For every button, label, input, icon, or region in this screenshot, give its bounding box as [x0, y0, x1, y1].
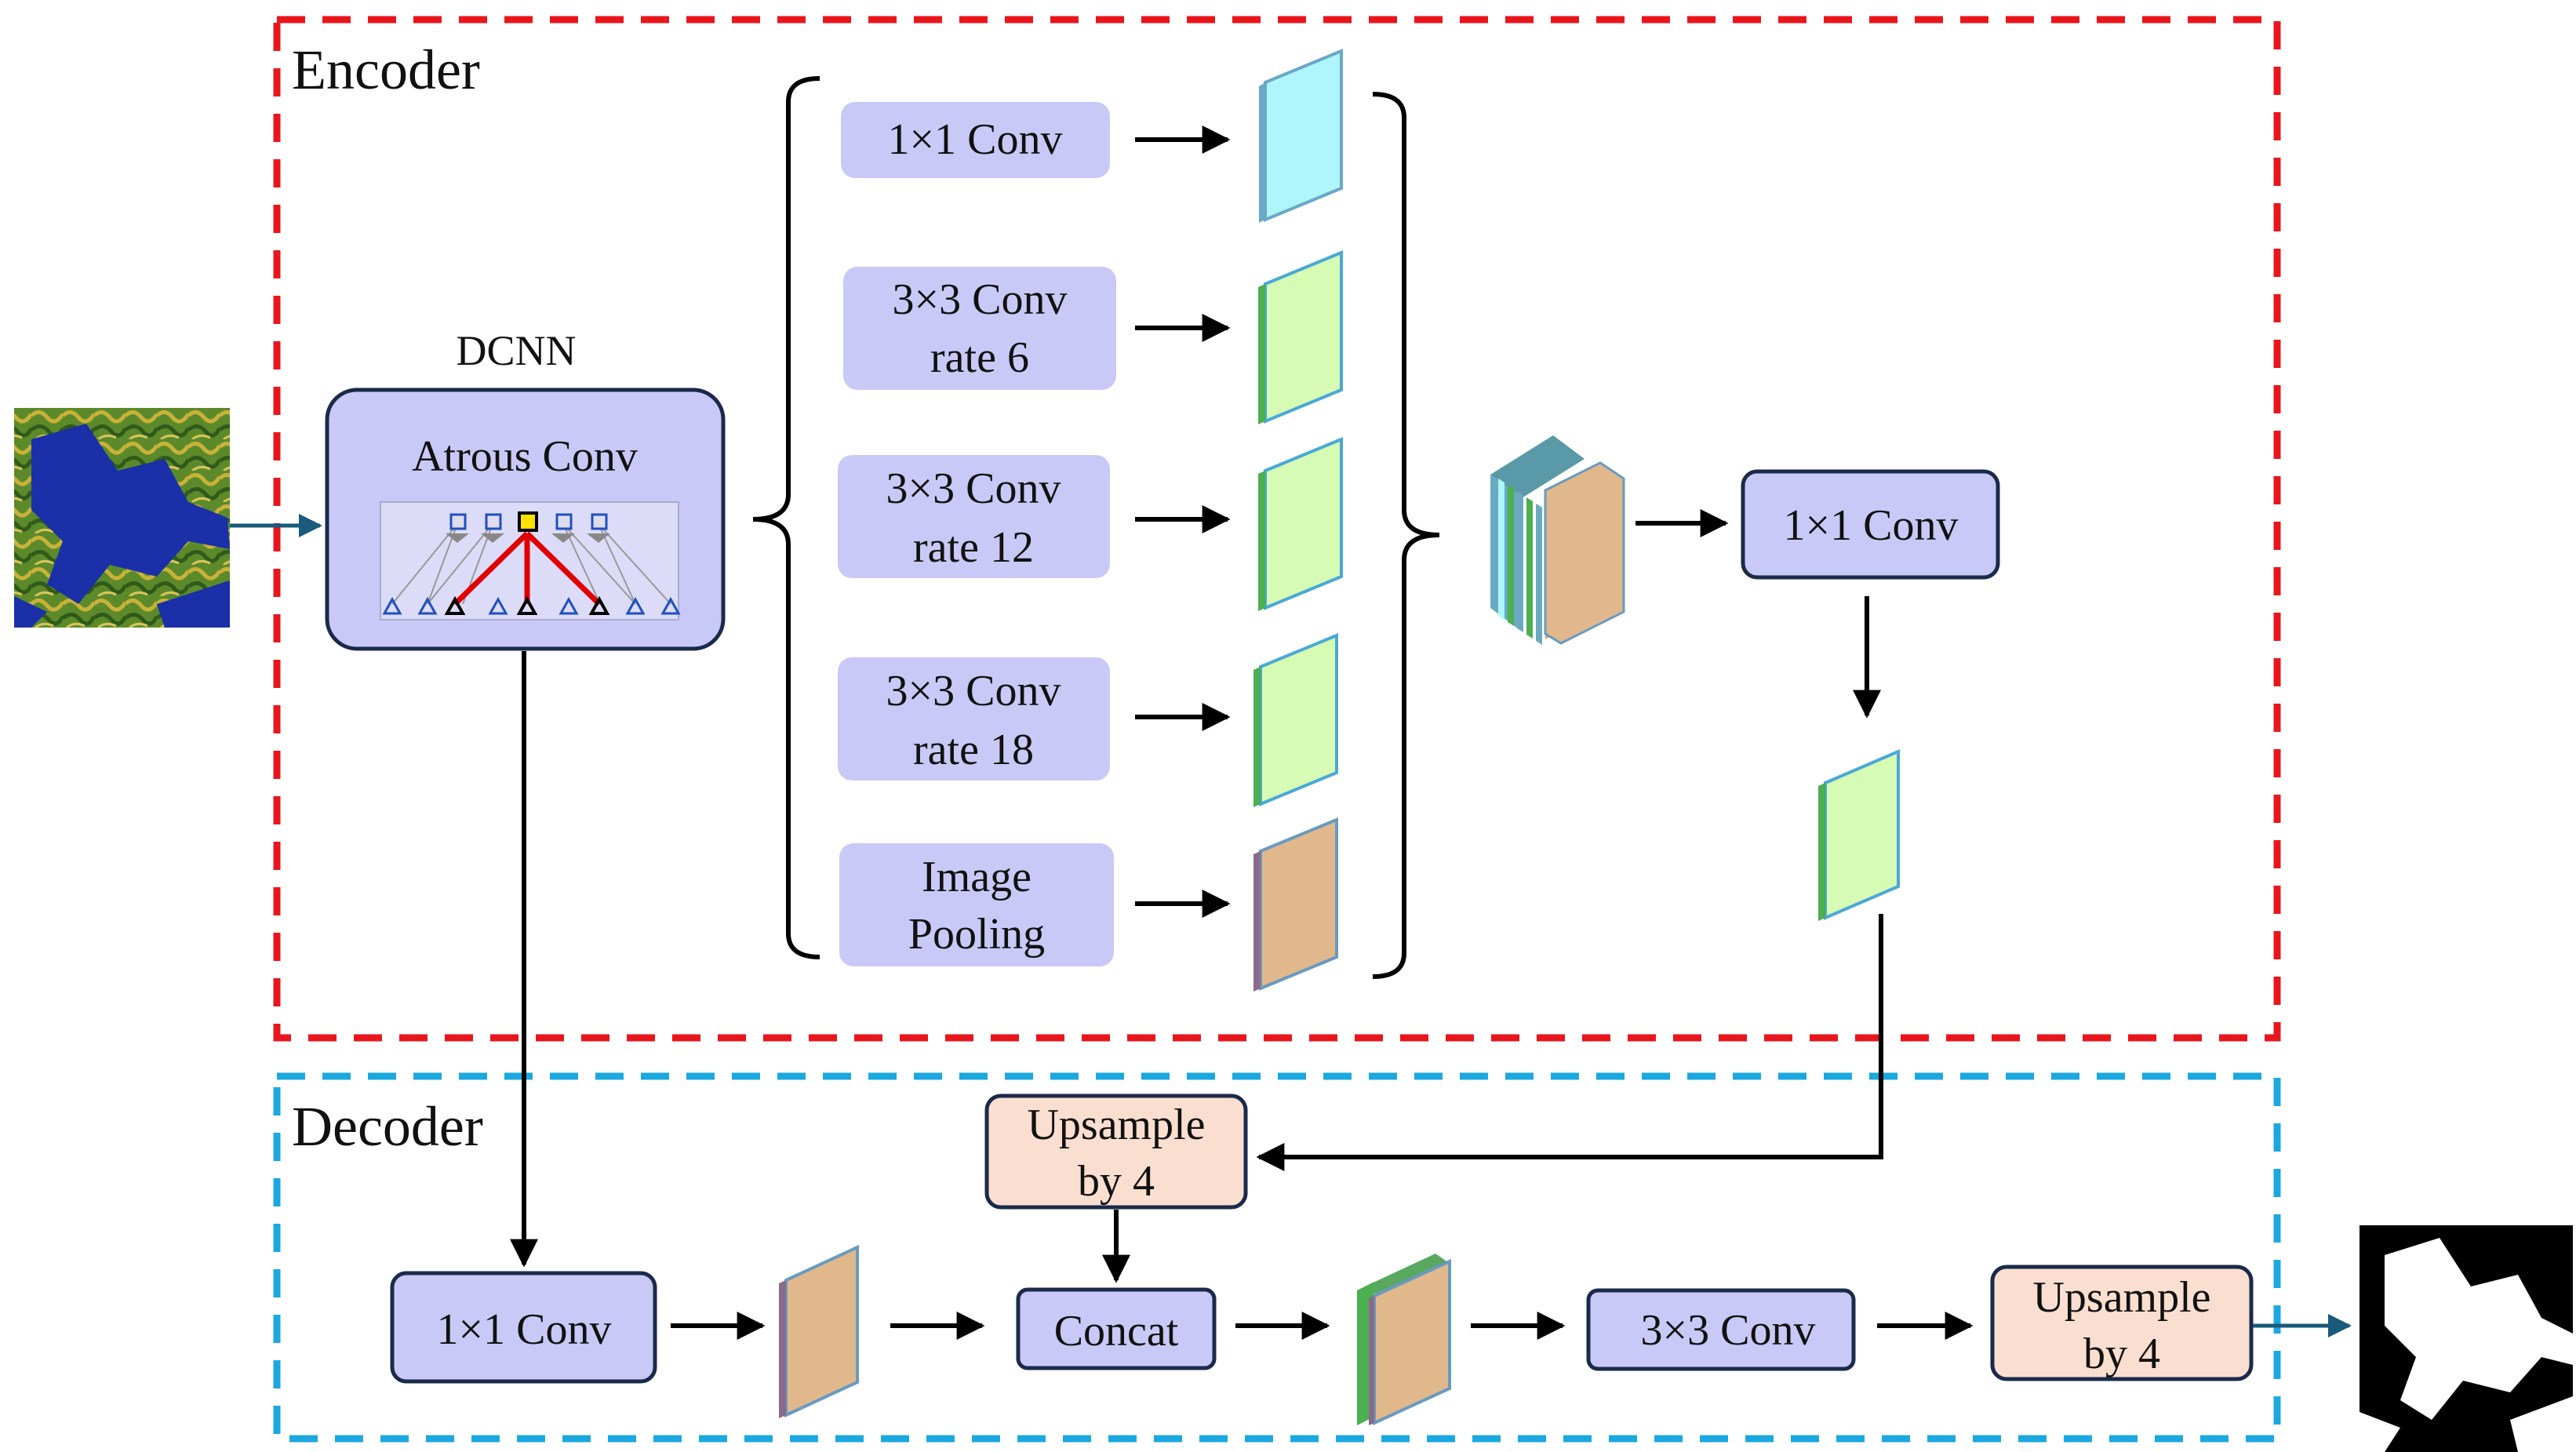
aspp-3x3-rate12-line1: 3×3 Conv	[886, 464, 1061, 513]
aspp-1x1-conv-label: 1×1 Conv	[888, 115, 1063, 164]
feature-map-green-3	[1253, 633, 1338, 807]
dcnn-label: DCNN	[456, 327, 576, 374]
feature-map-cyan	[1259, 49, 1343, 223]
decoder-3x3-conv-label: 3×3 Conv	[1641, 1306, 1816, 1355]
encoder-to-upsample-path	[1256, 914, 1883, 1171]
aspp-3x3-rate18-line1: 3×3 Conv	[886, 667, 1061, 715]
encoder-title: Encoder	[292, 38, 480, 101]
feature-map-green-1	[1258, 250, 1343, 424]
feature-map-green-2	[1258, 437, 1343, 611]
aspp-3x3-rate12-line2: rate 12	[913, 523, 1034, 572]
aspp-3x3-rate18	[838, 657, 1110, 781]
concat-feature	[1357, 1254, 1451, 1426]
aspp-right-brace	[1372, 92, 1440, 979]
aspp-3x3-rate6-line1: 3×3 Conv	[893, 275, 1068, 324]
decoder-1x1-conv-label: 1×1 Conv	[437, 1305, 612, 1354]
decoder-1x1-conv	[390, 1271, 657, 1384]
decoder-title: Decoder	[292, 1095, 483, 1158]
feature-map-tan	[1253, 817, 1338, 992]
upsample-final-line1: Upsample	[2032, 1273, 2210, 1322]
input-image	[14, 408, 230, 628]
concat-block	[1016, 1287, 1217, 1370]
aspp-left-brace	[752, 76, 820, 959]
aspp-1x1-conv	[841, 102, 1110, 178]
upsample-top-line1: Upsample	[1027, 1101, 1205, 1149]
upsample-final-line2: by 4	[2083, 1330, 2160, 1378]
aspp-image-pooling-line1: Image	[922, 853, 1031, 901]
atrous-conv-illustration	[380, 501, 681, 620]
decoder-3x3-conv	[1586, 1288, 1856, 1371]
encoder-output-feature	[1818, 748, 1900, 921]
atrous-conv-label: Atrous Conv	[412, 432, 638, 481]
encoder-1x1-conv-label: 1×1 Conv	[1784, 501, 1959, 550]
upsample-top-block	[984, 1094, 1248, 1210]
aspp-image-pooling	[839, 843, 1114, 966]
aspp-3x3-rate12	[838, 455, 1110, 578]
output-mask	[2360, 1225, 2573, 1452]
upsample-top-line2: by 4	[1078, 1157, 1155, 1206]
aspp-3x3-rate6	[843, 267, 1116, 390]
concatenated-feature-stack	[1490, 435, 1625, 645]
upsample-final-block	[1990, 1265, 2254, 1381]
decoder-region	[273, 1072, 2281, 1443]
aspp-image-pooling-line2: Pooling	[908, 910, 1045, 959]
concat-label: Concat	[1054, 1307, 1179, 1356]
decoder-low-feature	[779, 1244, 859, 1418]
encoder-1x1-conv	[1741, 469, 2000, 580]
encoder-region	[273, 16, 2281, 1042]
aspp-3x3-rate6-line2: rate 6	[930, 333, 1029, 382]
aspp-3x3-rate18-line2: rate 18	[913, 726, 1034, 774]
